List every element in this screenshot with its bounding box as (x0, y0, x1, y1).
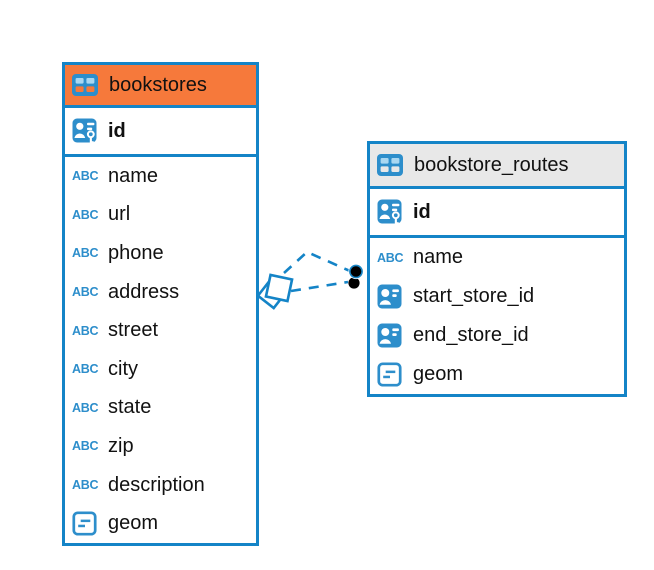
column-name: description (108, 473, 205, 496)
primary-key-icon (72, 115, 102, 147)
foreign-key-icon (377, 284, 407, 309)
diamond-marker-front (264, 273, 294, 303)
column-row-name[interactable]: ABC name (65, 157, 256, 196)
text-type-icon: ABC (72, 400, 99, 415)
diamond-marker-back (256, 278, 288, 310)
table-title: bookstores (109, 73, 207, 96)
column-row-state[interactable]: ABC state (65, 389, 256, 428)
table-icon (72, 74, 102, 96)
text-type-icon: ABC (72, 169, 99, 184)
text-type-icon: ABC (72, 207, 99, 222)
table-card-bookstore-routes[interactable]: bookstore_routes id ABC name start_store… (367, 141, 627, 397)
column-name: state (108, 396, 152, 419)
column-name: city (108, 357, 138, 380)
column-row-id[interactable]: id (65, 108, 256, 157)
table-title: bookstore_routes (414, 153, 569, 176)
column-row-address[interactable]: ABC address (65, 273, 256, 312)
column-name: geom (108, 512, 159, 535)
column-name: name (108, 164, 159, 187)
primary-key-icon (377, 196, 407, 228)
foreign-key-icon (377, 323, 407, 348)
table-icon (377, 154, 407, 176)
column-row-phone[interactable]: ABC phone (65, 234, 256, 273)
text-type-icon: ABC (72, 323, 99, 338)
column-name: id (108, 119, 126, 142)
column-row-geom[interactable]: geom (65, 504, 256, 543)
column-row-name[interactable]: ABC name (370, 238, 624, 277)
relationship-edge-lower[interactable] (290, 280, 349, 293)
column-name: street (108, 319, 159, 342)
column-name: address (108, 280, 180, 303)
table-header-bookstores[interactable]: bookstores (65, 65, 256, 108)
column-name: geom (413, 363, 464, 385)
column-row-id[interactable]: id (370, 189, 624, 238)
column-name: url (108, 203, 131, 226)
text-type-icon: ABC (377, 250, 404, 265)
table-header-bookstore-routes[interactable]: bookstore_routes (370, 144, 624, 189)
column-row-end-store-id[interactable]: end_store_id (370, 316, 624, 355)
column-row-street[interactable]: ABC street (65, 311, 256, 350)
column-name: end_store_id (413, 324, 529, 346)
column-row-geom[interactable]: geom (370, 355, 624, 394)
dot-marker-group (348, 263, 364, 289)
column-row-city[interactable]: ABC city (65, 350, 256, 389)
column-name: phone (108, 241, 164, 264)
column-row-zip[interactable]: ABC zip (65, 427, 256, 466)
relationship-edge-upper[interactable] (283, 250, 351, 274)
table-card-bookstores[interactable]: bookstores id ABC name ABC url ABC phone… (62, 62, 259, 546)
text-type-icon: ABC (72, 246, 99, 261)
text-type-icon: ABC (72, 478, 99, 493)
column-name: id (413, 200, 431, 223)
column-row-url[interactable]: ABC url (65, 196, 256, 235)
text-type-icon: ABC (72, 362, 99, 377)
table-columns: ABC name ABC url ABC phone ABC address A… (65, 157, 256, 543)
column-name: zip (108, 434, 134, 457)
column-name: start_store_id (413, 285, 535, 307)
geometry-type-icon (377, 362, 407, 387)
table-columns: ABC name start_store_id end_store_id ge (370, 238, 624, 394)
column-row-start-store-id[interactable]: start_store_id (370, 277, 624, 316)
text-type-icon: ABC (72, 439, 99, 454)
column-name: name (413, 246, 464, 268)
column-row-description[interactable]: ABC description (65, 466, 256, 505)
geometry-type-icon (72, 511, 102, 536)
text-type-icon: ABC (72, 285, 99, 300)
